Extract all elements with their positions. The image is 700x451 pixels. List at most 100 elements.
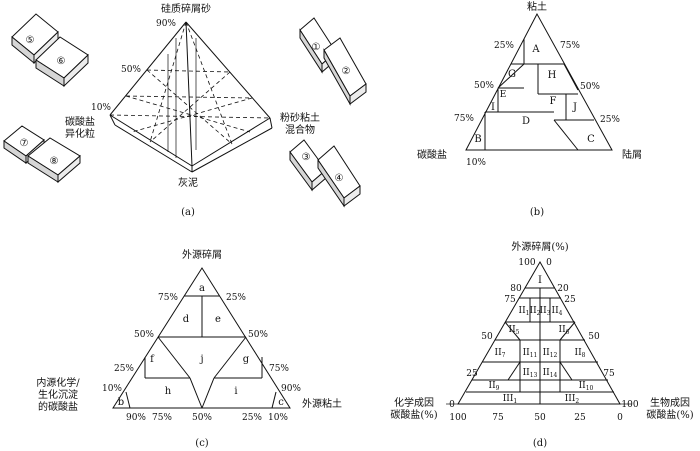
b-pct-right-50: 50% [580,82,600,92]
svg-text:II3: II3 [540,306,551,317]
b-pct-left-75: 75% [454,114,474,124]
b-pct-right-75: 75% [560,41,580,51]
block-5-6: ⑤ ⑥ [11,13,89,88]
svg-text:II1: II1 [519,306,530,317]
c-zone-e: e [215,314,221,325]
svg-text:II5: II5 [509,325,520,336]
d-zone-ii-7: II7 [495,348,506,359]
circle-6-label: ⑥ [57,56,66,67]
c-pct-bottom-50: 50% [192,413,212,423]
d-tick-bottom-75: 75 [492,413,504,423]
a-top-label: 硅质碎屑砂 [161,2,211,15]
circle-5-label: ⑤ [26,35,35,46]
c-pct-left-25: 25% [114,364,134,374]
d-tick-right-75: 75 [603,369,615,379]
d-zone-ii-3: II3 [540,306,551,317]
d-tick-left-80: 80 [510,284,522,294]
c-left-label-1: 内源化学/ [36,376,80,389]
c-pct-left-10: 10% [102,384,122,394]
d-right-label-1: 生物成因 [650,396,690,409]
c-pct-bottom-90: 90% [126,413,146,423]
b-left-label: 碳酸盐 [417,148,447,161]
b-right-label: 陆屑 [622,148,642,161]
a-pct-10: 10% [91,103,111,113]
b-pct-right-25: 25% [600,115,620,125]
b-zone-c: C [587,134,595,145]
c-zone-g: g [243,354,250,365]
c-zone-f: f [150,354,155,365]
circle-4-label: ④ [335,173,344,184]
d-tick-top-100: 100 [518,258,535,268]
block-7-8: ⑦ ⑧ [3,125,81,184]
b-pct-left-10: 10% [466,158,486,168]
d-tick-bottom-25: 25 [574,413,586,423]
c-zone-h: h [165,386,172,397]
d-left-label-2: 碳酸盐(%) [390,408,437,421]
d-right-label-2: 碳酸盐(%) [646,408,693,421]
svg-text:II6: II6 [559,325,570,336]
d-triangle [457,260,621,405]
c-zone-d: d [183,314,190,325]
d-zone-ii-12: II12 [543,348,558,359]
a-left-label-1: 碳酸盐 [65,115,95,128]
circle-8-label: ⑧ [50,156,59,167]
d-tick-right-20: 20 [557,284,569,294]
d-zone-i: I [538,275,542,286]
c-zone-j: j [199,354,203,365]
d-zone-iii-2: III2 [565,394,580,405]
b-triangle [465,12,613,151]
d-zone-ii-8: II8 [575,348,586,359]
d-zone-ii-1: II1 [519,306,530,317]
d-zone-ii-14: II14 [543,368,558,379]
c-pct-bottom-25: 25% [242,413,262,423]
a-bottom-label: 灰泥 [178,176,198,189]
b-zone-f: F [550,96,557,107]
c-pct-right-25: 25% [226,293,246,303]
b-zone-d: D [522,116,530,127]
b-zone-j: J [572,102,577,113]
tetrahedron [109,21,273,173]
b-top-label: 粘土 [527,0,547,13]
svg-text:II11: II11 [523,348,538,359]
d-zone-ii-9: II9 [489,381,500,392]
panel-a: ⑤ ⑥ ⑦ ⑧ ① ② [3,2,367,218]
a-pct-90: 90% [156,19,176,29]
d-tick-left-0: 0 [449,400,455,410]
panel-b: 25% 50% 75% 10% 75% 50% 25% A G H E I F … [417,0,642,218]
d-tick-left-75: 75 [504,295,516,305]
c-left-label-2: 生化沉淀 [38,388,78,401]
d-tick-bottom-50: 50 [534,413,546,423]
svg-text:II12: II12 [543,348,558,359]
c-pct-right-75: 75% [269,364,289,374]
b-pct-left-50: 50% [474,81,494,91]
c-left-label-3: 的碳酸盐 [38,400,78,413]
b-caption: (b) [530,207,544,218]
circle-7-label: ⑦ [20,138,29,149]
d-tick-left-50: 50 [481,332,493,342]
d-tick-right-100: 100 [621,400,638,410]
c-zone-b: b [118,397,124,408]
d-zone-ii-10: II10 [579,381,594,392]
c-pct-left-50: 50% [134,330,154,340]
svg-text:II10: II10 [579,381,594,392]
d-zone-ii-2: II2 [530,306,541,317]
block-1-2: ① ② [299,17,367,106]
block-3-4: ③ ④ [289,139,361,208]
c-pct-right-90: 90% [281,384,301,394]
circle-1-label: ① [312,42,321,53]
d-zone-ii-13: II13 [523,368,538,379]
c-zone-a: a [199,283,205,294]
svg-text:II8: II8 [575,348,586,359]
d-zone-ii-5: II5 [509,325,520,336]
b-zone-h: H [548,70,557,81]
c-zone-i: i [234,386,237,397]
b-pct-left-25: 25% [494,41,514,51]
a-left-label-2: 异化粒 [65,127,95,140]
d-zone-ii-11: II11 [523,348,538,359]
svg-text:III2: III2 [565,394,580,405]
c-pct-bottom-75: 75% [152,413,172,423]
b-zone-g: G [508,69,516,80]
c-pct-bottom-10: 10% [268,413,288,423]
d-tick-top-0: 0 [546,258,552,268]
